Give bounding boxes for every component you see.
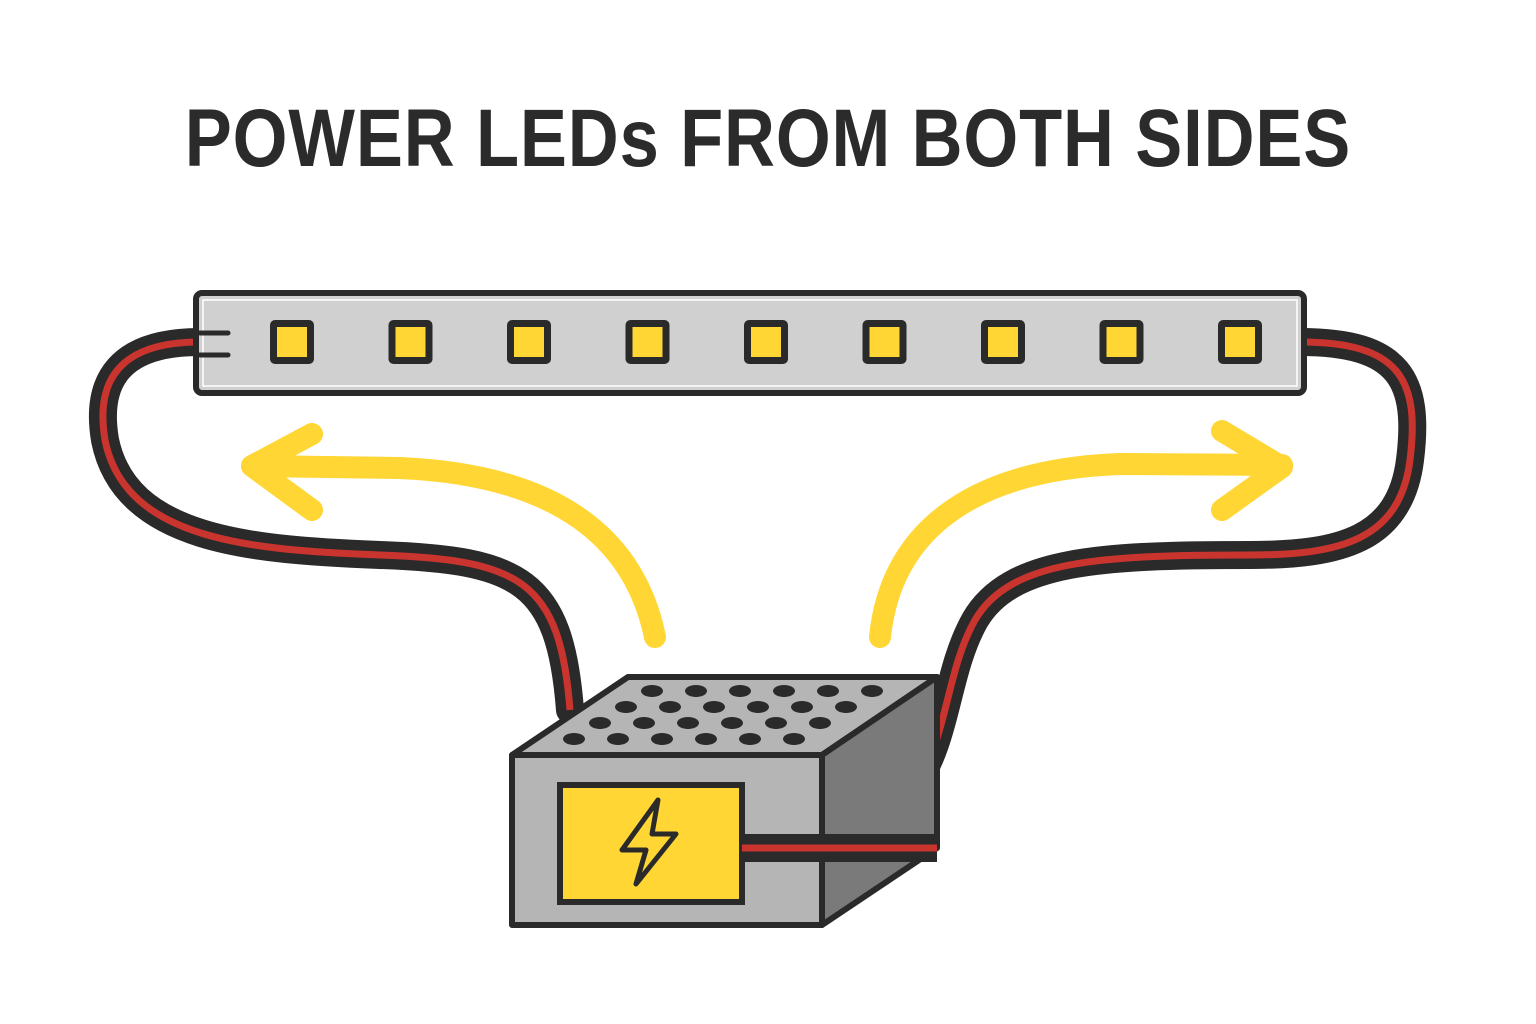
power-supply (509, 674, 940, 928)
led-chip (1218, 320, 1262, 364)
vent-hole (773, 685, 795, 697)
vent-hole (695, 733, 717, 745)
vent-hole (641, 685, 663, 697)
left-arrow (241, 423, 666, 648)
vent-hole (721, 717, 743, 729)
vent-hole (633, 717, 655, 729)
vent-hole (783, 733, 805, 745)
vent-hole (607, 733, 629, 745)
right-wire (806, 328, 1427, 859)
led-chip (981, 320, 1025, 364)
strip-connector-pins (197, 330, 231, 358)
led-chip (507, 320, 551, 364)
vent-hole (659, 701, 681, 713)
vent-hole (677, 717, 699, 729)
left-wire (88, 328, 584, 724)
vent-hole (765, 717, 787, 729)
vent-hole (589, 717, 611, 729)
led-chip (270, 320, 314, 364)
right-arrow (869, 420, 1293, 648)
led-chip (744, 320, 788, 364)
vent-hole (739, 733, 761, 745)
vent-holes (563, 685, 883, 745)
vent-hole (703, 701, 725, 713)
vent-hole (835, 701, 857, 713)
vent-hole (791, 701, 813, 713)
led-chip (862, 320, 907, 364)
vent-hole (685, 685, 707, 697)
vent-hole (809, 717, 831, 729)
vent-hole (817, 685, 839, 697)
led-chip (625, 320, 670, 364)
lightning-bolt-icon (619, 797, 679, 887)
vent-hole (747, 701, 769, 713)
vent-hole (729, 685, 751, 697)
vent-hole (563, 733, 585, 745)
vent-hole (861, 685, 883, 697)
led-chip (388, 320, 433, 364)
diagram-title: POWER LEDs FROM BOTH SIDES (184, 93, 1352, 184)
led-chip (1099, 320, 1144, 364)
led-strip (193, 290, 1307, 396)
vent-hole (651, 733, 673, 745)
vent-hole (615, 701, 637, 713)
